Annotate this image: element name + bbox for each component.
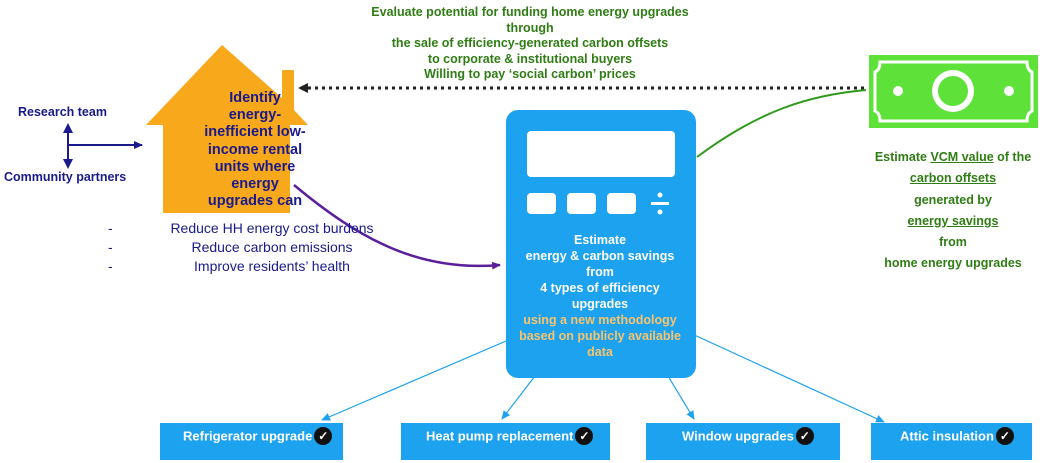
upgrade-label: Heat pump replacement [426, 428, 574, 444]
house-shape [146, 45, 308, 213]
calc-line-2: energy & carbon savings [525, 249, 675, 263]
money-icon [869, 55, 1038, 128]
right-line-1-prefix: Estimate [874, 150, 931, 164]
house-text: Identify energy- inefficient low- income… [190, 90, 320, 210]
bullet-dash: - [108, 220, 113, 236]
check-icon: ✓ [575, 427, 594, 445]
calculator-text: Estimate energy & carbon savings from 4 … [505, 232, 695, 360]
benefits-list: - Reduce HH energy cost burdens - Reduce… [100, 219, 390, 276]
calc-line-4: 4 types of efficiency [540, 281, 660, 295]
benefit-item: - Reduce carbon emissions [100, 238, 390, 257]
carbon-offsets-underlined: carbon offsets [909, 171, 997, 186]
top-line-4: to corporate & institutional buyers [427, 51, 633, 66]
right-line-5: from [939, 235, 967, 250]
calc-line-5: upgrades [571, 297, 629, 311]
bullet-dash: - [108, 258, 113, 274]
benefit-text: Improve residents’ health [194, 258, 350, 274]
calc-highlight-2: based on publicly available [519, 329, 681, 343]
top-line-2: through [506, 20, 554, 35]
benefit-item: - Reduce HH energy cost burdens [100, 219, 390, 238]
arrow-to-refrigerator [321, 334, 521, 421]
benefit-text: Reduce HH energy cost burdens [170, 220, 374, 236]
arrow-to-attic [689, 332, 885, 423]
check-icon: ✓ [314, 427, 333, 445]
calc-highlight-1: using a new methodology [523, 313, 677, 327]
house-line-5: units where [214, 158, 296, 175]
purple-curve-arrow [293, 184, 501, 270]
upgrade-label: Window upgrades [682, 428, 794, 444]
check-icon: ✓ [795, 427, 814, 445]
right-line-6: home energy upgrades [884, 256, 1022, 271]
house-line-6: energy [231, 176, 279, 193]
house-line-3: inefficient low- [204, 124, 306, 141]
benefit-text: Reduce carbon emissions [191, 239, 353, 255]
house-line-4: income rental [207, 141, 303, 158]
vcm-value-text: Estimate VCM value of the carbon offsets… [858, 147, 1045, 275]
right-line-1-suffix: of the [993, 150, 1032, 164]
arrow-to-heat-pump [501, 375, 536, 420]
arrow-to-window [667, 375, 695, 420]
top-line-1: Evaluate potential for funding home ener… [371, 5, 689, 19]
energy-savings-underlined: energy savings [907, 213, 999, 228]
right-line-4: energy savings [858, 211, 1045, 232]
benefit-item: - Improve residents’ health [100, 257, 390, 276]
calculator-shape [506, 110, 696, 378]
check-icon: ✓ [995, 427, 1014, 445]
funding-evaluation-text: Evaluate potential for funding home ener… [330, 5, 730, 83]
upgrade-attic: Attic insulation✓ [871, 423, 1032, 460]
house-line-7: upgrades can [207, 193, 303, 210]
right-line-2: carbon offsets [858, 168, 1045, 189]
house-line-2: energy- [228, 107, 282, 124]
calc-line-1: Estimate [573, 233, 627, 247]
calc-highlight-3: data [587, 345, 613, 359]
community-partners-label: Community partners [4, 170, 127, 184]
upgrade-heat-pump: Heat pump replacement✓ [401, 423, 610, 460]
upgrade-label: Refrigerator upgrade [183, 428, 313, 444]
upgrade-refrigerator: Refrigerator upgrade✓ [160, 423, 343, 460]
research-team-label: Research team [18, 105, 107, 119]
right-line-3: generated by [914, 192, 992, 207]
calc-line-3: from [586, 265, 614, 279]
right-line-1: Estimate VCM value of the [858, 147, 1045, 168]
house-line-1: Identify [229, 90, 281, 106]
top-line-5: Willing to pay ‘social carbon’ prices [424, 67, 636, 82]
upgrade-window: Window upgrades✓ [646, 423, 840, 460]
bullet-dash: - [108, 239, 113, 255]
top-line-3: the sale of efficiency-generated carbon … [391, 36, 669, 51]
green-curve [696, 89, 867, 158]
vcm-value-underlined: VCM value [930, 150, 994, 164]
upgrade-label: Attic insulation [900, 428, 994, 444]
